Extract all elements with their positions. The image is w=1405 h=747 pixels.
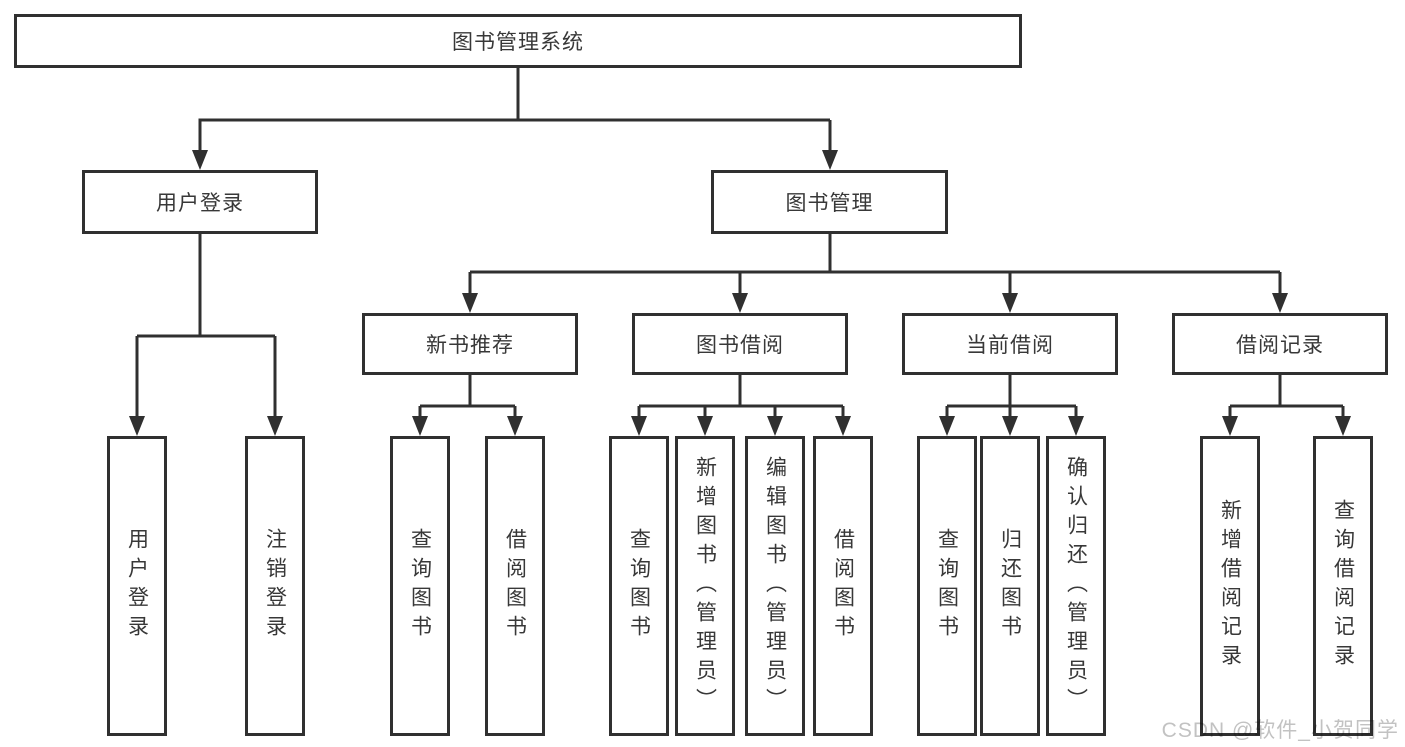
- connector-current-leaves: [945, 375, 1078, 418]
- node-label: 图书管理: [785, 192, 874, 215]
- leaf-label: 注销登录: [263, 528, 287, 644]
- arrowheads-level2: [462, 293, 1288, 313]
- arrowheads-user-login-leaves: [129, 416, 283, 436]
- leaf-label: 查询图书: [408, 528, 432, 644]
- leaf-borrow-edit-books-admin: 编辑图书（管理员）: [745, 436, 805, 736]
- node-current-borrow: 当前借阅: [902, 313, 1118, 375]
- node-label: 图书借阅: [696, 334, 784, 357]
- connector-book-management-level2: [468, 234, 1282, 295]
- leaf-current-return-books: 归还图书: [980, 436, 1040, 736]
- leaf-label: 查询图书: [627, 528, 651, 644]
- leaf-user-login: 用户登录: [107, 436, 167, 736]
- leaf-logout: 注销登录: [245, 436, 305, 736]
- node-label: 当前借阅: [966, 334, 1054, 357]
- connector-user-login-leaves: [135, 234, 277, 418]
- leaf-label: 借阅图书: [503, 528, 527, 644]
- arrowheads-recommend-leaves: [412, 416, 523, 436]
- arrowheads-records-leaves: [1222, 416, 1351, 436]
- leaf-label: 确认归还（管理员）: [1064, 455, 1088, 717]
- leaf-borrow-add-books-admin: 新增图书（管理员）: [675, 436, 735, 736]
- leaf-recommend-query-books: 查询图书: [390, 436, 450, 736]
- csdn-watermark: CSDN @软件_小贺同学: [1161, 719, 1399, 742]
- leaf-label: 借阅图书: [831, 528, 855, 644]
- connector-root-to-level1: [198, 68, 832, 152]
- leaf-records-add-record: 新增借阅记录: [1200, 436, 1260, 736]
- node-label: 用户登录: [156, 192, 244, 215]
- node-label: 图书管理系统: [452, 31, 584, 54]
- arrowheads-level1: [192, 150, 838, 170]
- node-book-management: 图书管理: [711, 170, 948, 234]
- leaf-label: 归还图书: [998, 528, 1022, 644]
- connector-recommend-leaves: [418, 375, 517, 418]
- leaf-borrow-borrow-books: 借阅图书: [813, 436, 873, 736]
- arrowheads-current-leaves: [939, 416, 1084, 436]
- node-user-login: 用户登录: [82, 170, 318, 234]
- leaf-recommend-borrow-books: 借阅图书: [485, 436, 545, 736]
- node-label: 新书推荐: [426, 334, 514, 357]
- leaf-label: 查询图书: [935, 528, 959, 644]
- node-library-management-system: 图书管理系统: [14, 14, 1022, 68]
- leaf-borrow-query-books: 查询图书: [609, 436, 669, 736]
- connector-borrow-leaves: [637, 375, 845, 418]
- leaf-current-query-books: 查询图书: [917, 436, 977, 736]
- connector-records-leaves: [1228, 375, 1345, 418]
- leaf-current-confirm-return-admin: 确认归还（管理员）: [1046, 436, 1106, 736]
- leaf-label: 编辑图书（管理员）: [763, 455, 787, 717]
- node-label: 借阅记录: [1236, 334, 1324, 357]
- node-new-book-recommend: 新书推荐: [362, 313, 578, 375]
- leaf-label: 查询借阅记录: [1331, 499, 1355, 673]
- node-borrow-records: 借阅记录: [1172, 313, 1388, 375]
- node-book-borrow: 图书借阅: [632, 313, 848, 375]
- leaf-label: 新增借阅记录: [1218, 499, 1242, 673]
- leaf-label: 用户登录: [125, 528, 149, 644]
- leaf-records-query-record: 查询借阅记录: [1313, 436, 1373, 736]
- arrowheads-borrow-leaves: [631, 416, 851, 436]
- leaf-label: 新增图书（管理员）: [693, 455, 717, 717]
